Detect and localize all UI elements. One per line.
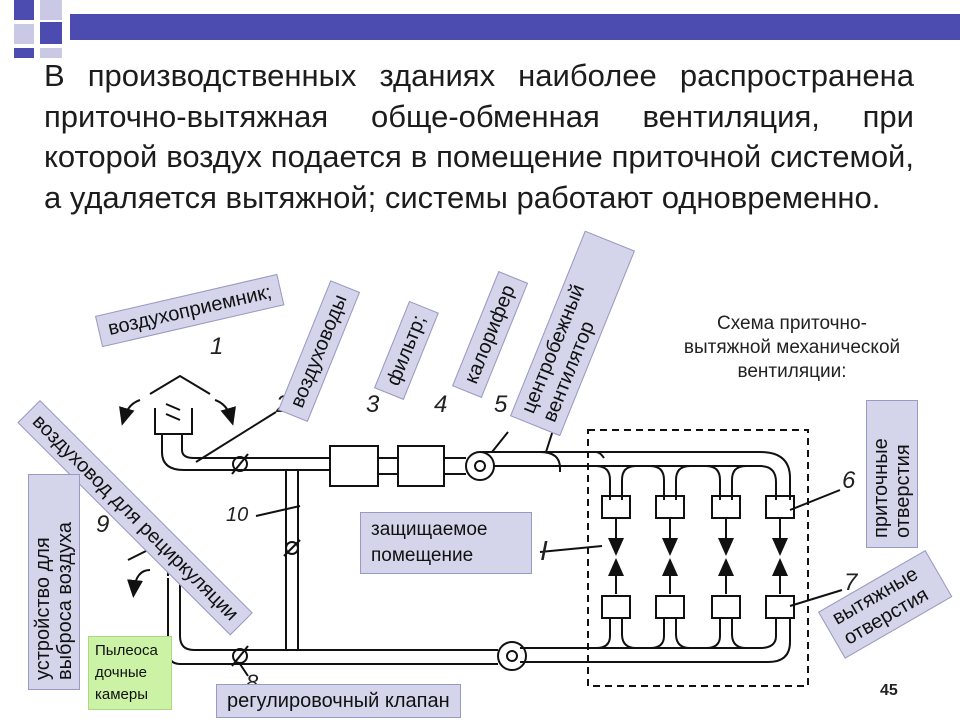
page-number: 45	[880, 682, 898, 699]
label-damper: регулировочный клапан	[216, 684, 461, 718]
decor-square	[40, 22, 62, 44]
exhaust-fan	[497, 641, 527, 671]
room-number: I	[540, 535, 548, 566]
label-exhaust-device: устройство для выброса воздуха	[28, 474, 80, 690]
label-protected-room: защищаемое помещение	[360, 512, 532, 574]
room-outline	[587, 429, 809, 687]
supply-duct	[161, 434, 330, 471]
number-10: 10	[226, 504, 249, 526]
filter-box	[329, 445, 379, 487]
damper-8	[232, 648, 248, 664]
heater-box	[397, 445, 445, 487]
number-9: 9	[96, 511, 110, 538]
intake-shaft	[154, 408, 193, 435]
body-paragraph: В производственных зданиях наиболее расп…	[44, 58, 914, 215]
decor-square	[14, 24, 34, 44]
supply-fan	[465, 451, 495, 481]
scheme-title: Схема приточно-вытяжной механической вен…	[683, 313, 901, 382]
decor-square	[14, 0, 34, 20]
number-6: 6	[842, 467, 856, 494]
intake-hood	[149, 374, 211, 395]
number-7: 7	[844, 569, 858, 596]
number-4: 4	[434, 391, 448, 418]
label-dust-chamber: Пылеоса дочные камеры	[88, 636, 172, 710]
decor-square	[14, 48, 34, 58]
decor-square	[40, 0, 62, 20]
damper-2	[232, 456, 248, 472]
decor-square	[40, 48, 62, 58]
header-bar	[70, 14, 960, 40]
number-1: 1	[210, 333, 224, 360]
number-3: 3	[366, 391, 380, 418]
number-5: 5	[494, 391, 508, 418]
label-supply-openings: приточные отверстия	[866, 400, 918, 548]
